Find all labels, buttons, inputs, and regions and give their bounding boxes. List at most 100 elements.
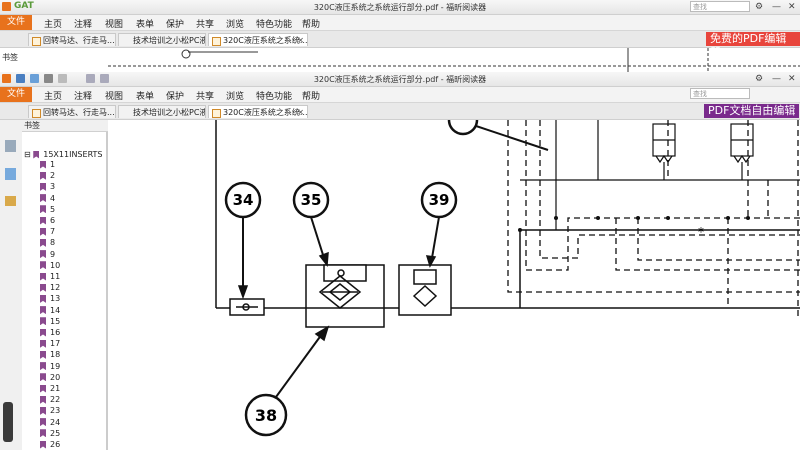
bookmark-item[interactable]: 3 xyxy=(40,182,55,192)
bookmark-item[interactable]: 15 xyxy=(40,317,60,327)
app-logo-icon xyxy=(2,2,11,11)
menu-browse[interactable]: 浏览 xyxy=(226,92,245,102)
back-menu-share[interactable]: 共享 xyxy=(196,20,215,30)
back-minimize-icon[interactable]: — xyxy=(772,2,781,12)
bookmark-item[interactable]: 9 xyxy=(40,250,55,260)
bookmark-item[interactable]: 19 xyxy=(40,362,60,372)
back-settings-icon[interactable]: ⚙ xyxy=(755,2,764,12)
bookmark-flag-icon xyxy=(40,250,46,259)
back-menu-help[interactable]: 帮助 xyxy=(302,20,321,30)
bookmark-item[interactable]: 24 xyxy=(40,418,60,428)
component-39 xyxy=(398,181,458,316)
label-39: 39 xyxy=(429,191,450,209)
open-icon[interactable] xyxy=(16,74,25,83)
bookmark-scrollbar[interactable] xyxy=(106,132,108,450)
bookmark-item[interactable]: 4 xyxy=(40,194,55,204)
bookmark-item[interactable]: 11 xyxy=(40,272,60,282)
bookmark-flag-icon xyxy=(40,395,46,404)
menu-form[interactable]: 表单 xyxy=(136,92,155,102)
bookmark-item[interactable]: 10 xyxy=(40,261,60,271)
pages-panel-icon[interactable] xyxy=(5,168,16,180)
search-input[interactable]: 查找 xyxy=(690,88,750,99)
bookmark-flag-icon xyxy=(40,182,46,191)
bookmark-flag-icon xyxy=(40,216,46,225)
redo-icon[interactable] xyxy=(100,74,109,83)
bookmark-flag-icon xyxy=(40,272,46,281)
back-menu-features[interactable]: 特色功能 xyxy=(256,20,293,30)
bookmark-item[interactable]: 20 xyxy=(40,373,60,383)
back-close-icon[interactable]: ✕ xyxy=(788,2,796,12)
watermark-logo: GAT xyxy=(14,1,34,11)
bookmark-item[interactable]: 18 xyxy=(40,350,60,360)
menu-help[interactable]: 帮助 xyxy=(302,92,321,102)
bookmark-item[interactable]: 14 xyxy=(40,306,60,316)
bookmark-item[interactable]: 22 xyxy=(40,395,60,405)
back-menu-protect[interactable]: 保护 xyxy=(166,20,185,30)
bookmark-flag-icon xyxy=(40,317,46,326)
back-menu-form[interactable]: 表单 xyxy=(136,20,155,30)
bookmark-item[interactable]: 5 xyxy=(40,205,55,215)
bookmark-flag-icon xyxy=(40,294,46,303)
bookmark-flag-icon xyxy=(40,194,46,203)
minimize-icon[interactable]: — xyxy=(772,74,781,84)
save-icon[interactable] xyxy=(30,74,39,83)
bookmark-header: 书签 xyxy=(22,120,108,132)
close-tab-icon[interactable]: ✕ xyxy=(297,108,304,117)
bookmark-item[interactable]: 8 xyxy=(40,238,55,248)
collapse-icon[interactable]: ⊟ xyxy=(24,150,34,159)
bookmark-item-label: 23 xyxy=(50,406,61,416)
bookmark-item-label: 19 xyxy=(50,361,61,371)
email-icon[interactable] xyxy=(58,74,67,83)
bookmark-root[interactable]: ⊟ 15X11INSERTS xyxy=(24,150,103,159)
undo-icon[interactable] xyxy=(86,74,95,83)
bookmark-item[interactable]: 21 xyxy=(40,384,60,394)
back-menu-browse[interactable]: 浏览 xyxy=(226,20,245,30)
menu-share[interactable]: 共享 xyxy=(196,92,215,102)
back-file-menu[interactable]: 文件 xyxy=(0,15,32,30)
bookmark-item[interactable]: 26 xyxy=(40,440,60,450)
bookmark-flag-icon xyxy=(40,205,46,214)
bookmark-item-label: 25 xyxy=(50,428,61,438)
promo-top-banner[interactable]: 免费的PDF编辑器 xyxy=(706,32,800,59)
phone-widget[interactable] xyxy=(3,402,13,442)
bookmark-item-label: 22 xyxy=(50,395,61,405)
bookmark-item-label: 8 xyxy=(50,238,56,248)
back-menu-view[interactable]: 视图 xyxy=(105,20,124,30)
bookmark-item[interactable]: 12 xyxy=(40,283,60,293)
bookmark-item[interactable]: 16 xyxy=(40,328,60,338)
menu-protect[interactable]: 保护 xyxy=(166,92,185,102)
menu-view[interactable]: 视图 xyxy=(105,92,124,102)
menu-annotate[interactable]: 注释 xyxy=(74,92,93,102)
bookmark-item[interactable]: 13 xyxy=(40,294,60,304)
bookmark-item[interactable]: 23 xyxy=(40,406,60,416)
tab-1[interactable]: 回转马达、行走马... xyxy=(28,105,116,118)
bookmark-item[interactable]: 25 xyxy=(40,429,60,439)
menu-home[interactable]: 主页 xyxy=(44,92,63,102)
back-tab-2[interactable]: 技术培训之小松PC液... xyxy=(118,33,206,46)
bookmark-item[interactable]: 6 xyxy=(40,216,55,226)
print-icon[interactable] xyxy=(44,74,53,83)
bookmark-item[interactable]: 7 xyxy=(40,227,55,237)
settings-icon[interactable]: ⚙ xyxy=(755,74,764,84)
back-tab-1[interactable]: 回转马达、行走马... xyxy=(28,33,116,46)
close-tab-icon[interactable]: ✕ xyxy=(297,36,304,45)
menu-features[interactable]: 特色功能 xyxy=(256,92,293,102)
bookmark-panel-icon[interactable] xyxy=(5,140,16,152)
bookmark-item[interactable]: 17 xyxy=(40,339,60,349)
promo-bottom-banner[interactable]: PDF文档自由编辑 xyxy=(704,104,800,118)
bookmark-flag-icon xyxy=(40,429,46,438)
comments-panel-icon[interactable] xyxy=(5,196,16,206)
back-tab-3[interactable]: 320C液压系统之系统... ✕ xyxy=(208,33,308,46)
back-search-input[interactable]: 查找 xyxy=(690,1,750,12)
back-menu-home[interactable]: 主页 xyxy=(44,20,63,30)
bookmark-flag-icon xyxy=(40,406,46,415)
back-menu-annotate[interactable]: 注释 xyxy=(74,20,93,30)
file-menu[interactable]: 文件 xyxy=(0,87,32,102)
bookmark-item[interactable]: 2 xyxy=(40,171,55,181)
tab-3[interactable]: 320C液压系统之系统... ✕ xyxy=(208,105,308,118)
tab-2[interactable]: 技术培训之小松PC液... xyxy=(118,105,206,118)
bookmark-item-label: 2 xyxy=(50,171,56,181)
bookmark-item[interactable]: 1 xyxy=(40,160,55,170)
close-icon[interactable]: ✕ xyxy=(788,74,796,84)
